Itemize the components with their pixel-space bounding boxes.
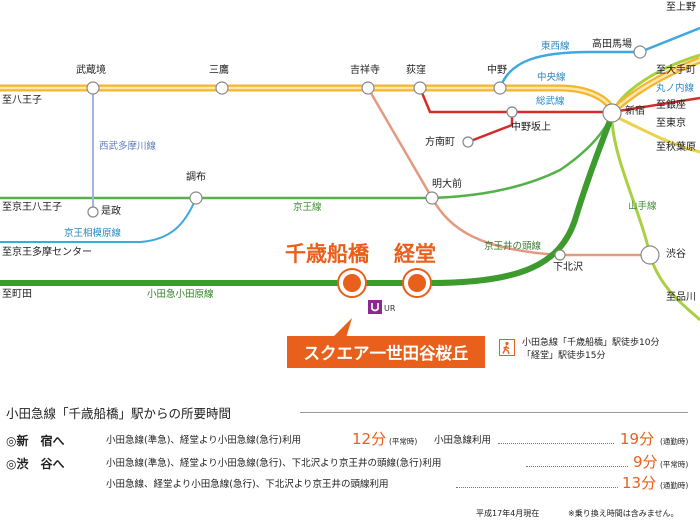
station-shimokitazawa [554,249,566,261]
line-label-chuo: 中央線 [537,72,566,83]
station-honancho [462,136,474,148]
dest-shibuya: ◎渋 谷へ [6,457,65,471]
line-label-inokashira: 京王井の頭線 [484,241,542,252]
label-musashisakai: 武蔵境 [76,65,106,76]
dir-ginza: 至銀座 [656,100,686,111]
label-shimokitazawa: 下北沢 [553,262,583,273]
label-meidaimae: 明大前 [432,179,462,190]
marunouchi-honancho-branch [467,112,514,144]
label-takadanobaba: 高田馬場 [592,39,632,50]
row1-note-b: (通勤時) [660,437,689,446]
dir-keio-tamacenter: 至京王多摩センター [2,247,92,258]
dir-ueno: 至上野 [666,2,696,13]
label-kore: 是政 [101,206,121,217]
dir-tokyo: 至東京 [656,118,686,129]
tozai-line [498,26,700,89]
target-property-label: スクエア一世田谷桜丘 [287,336,485,368]
row3-min: 13分 [622,474,657,492]
label-kyodo: 経堂 [394,242,436,266]
label-shinjuku: 新宿 [625,106,645,117]
row1-min-b: 19分 [620,430,655,448]
walk-note-1: 小田急線「千歳船橋」駅徒歩10分 [522,338,660,348]
row2-route: 小田急線(準急)、経堂より小田急線(急行)、下北沢より京王井の頭線(急行)利用 [106,458,442,469]
footer-date: 平成17年4月現在 [476,509,540,518]
label-honancho: 方南町 [425,137,455,148]
label-nakanosakaue: 中野坂上 [511,122,551,133]
line-label-marunouchi: 丸ノ内線 [656,83,695,94]
station-mitaka [215,81,229,95]
dir-machida: 至町田 [2,289,32,300]
label-kichijoji: 吉祥寺 [350,65,380,76]
row2-min: 9分 [633,453,658,471]
line-label-keio: 京王線 [293,202,322,213]
row1-min-a: 12分 [352,430,387,448]
station-kichijoji [361,81,375,95]
dest-shinjuku: ◎新 宿へ [6,434,65,448]
keio-sagamihara-line [0,197,197,243]
dir-hachioji: 至八王子 [2,95,42,106]
station-nakanosakaue [506,106,518,118]
walk-note-2: 「経堂」駅徒歩15分 [522,351,606,361]
walking-person-icon [499,339,515,356]
yamanote-line [610,53,700,322]
label-ogikubo: 荻窪 [406,65,426,76]
footer-note: ※乗り換え時間は含みません。 [568,509,679,518]
station-nakano [493,81,507,95]
dir-otemachi: 至大手町 [656,65,696,76]
row1-note-a: (平常時) [389,437,418,446]
row2-note: (平常時) [660,460,689,469]
row3-note: (通勤時) [660,481,689,490]
route-map-svg [0,26,700,338]
sobu-line [611,113,700,154]
station-chofu [189,191,203,205]
timing-title: 小田急線「千歳船橋」駅からの所要時間 [6,406,232,421]
line-label-odakyu: 小田急小田原線 [147,289,214,300]
dir-akihabara: 至秋葉原 [656,142,696,153]
station-shibuya [640,245,660,265]
travel-time-section: 小田急線「千歳船橋」駅からの所要時間 ◎新 宿へ ◎渋 谷へ 小田急線(準急)、… [0,395,700,525]
dir-shinagawa: 至品川 [666,292,696,303]
label-chofu: 調布 [186,172,206,183]
odakyu-line [0,114,615,286]
timing-rule [300,412,688,413]
label-chitosefunabashi: 千歳船橋 [285,242,369,266]
inokashira-line [366,87,650,257]
svg-text:UR: UR [384,304,396,313]
station-ogikubo [413,81,427,95]
line-label-sobu: 総武線 [536,96,565,107]
station-musashisakai [86,81,100,95]
row1-route-b: 小田急線利用 [434,435,492,446]
line-label-tozai: 東西線 [541,41,570,52]
label-shibuya: 渋谷 [666,249,686,260]
station-shinjuku [602,103,622,123]
ur-logo: UR [368,300,396,314]
station-meidaimae [425,191,439,205]
route-map: 武蔵境 三鷹 吉祥寺 荻窪 中野 高田馬場 新宿 中野坂上 方南町 明大前 調布… [0,2,700,368]
line-label-keio-sagamihara: 京王相模原線 [64,228,122,239]
target-pointer [332,318,352,338]
row3-route: 小田急線、経堂より小田急線(急行)、下北沢より京王井の頭線利用 [106,479,389,490]
marunouchi-line [418,87,700,114]
keio-line [0,114,614,200]
line-label-yamanote: 山手線 [628,201,657,212]
label-mitaka: 三鷹 [209,65,229,76]
station-takadanobaba [633,45,647,59]
dir-keio-hachioji: 至京王八王子 [2,202,62,213]
label-nakano: 中野 [487,65,507,76]
line-label-seibu-tamagawa: 西武多摩川線 [99,141,157,152]
station-kore [87,206,99,218]
row1-route-a: 小田急線(準急)、経堂より小田急線(急行)利用 [106,435,302,446]
